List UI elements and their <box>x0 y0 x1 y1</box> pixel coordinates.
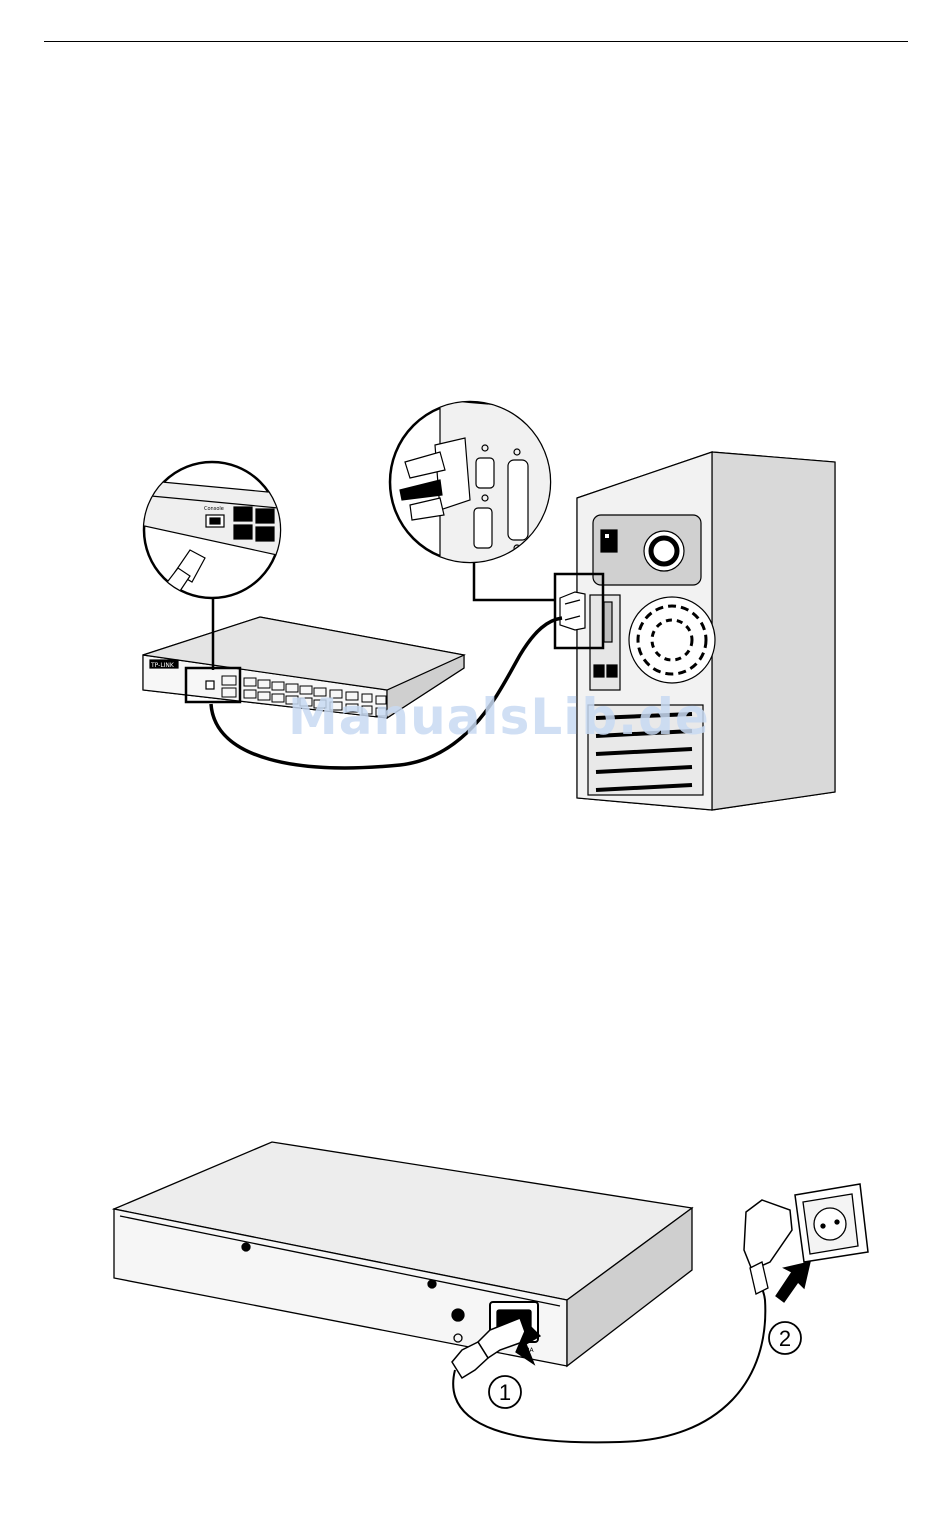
step-1-number: 1 <box>499 1380 511 1405</box>
wall-socket <box>795 1184 868 1262</box>
console-port-caption: Console <box>204 506 224 512</box>
watermark: ManualsLib.de <box>288 688 710 746</box>
step-1-marker: 1 <box>489 1376 521 1408</box>
switch-rear: 0.3A <box>114 1142 692 1366</box>
console-figure: TP-LINK <box>140 400 835 810</box>
zoom-circle-pc-port <box>390 400 560 570</box>
step-2-marker: 2 <box>769 1322 801 1354</box>
pc-tower <box>555 452 835 810</box>
callout-line-pc <box>474 557 555 600</box>
arrow-2 <box>776 1262 810 1302</box>
zoom-circle-switch-port: Console <box>140 462 300 598</box>
step-2-number: 2 <box>779 1326 791 1351</box>
switch-logo: TP-LINK <box>150 662 175 669</box>
